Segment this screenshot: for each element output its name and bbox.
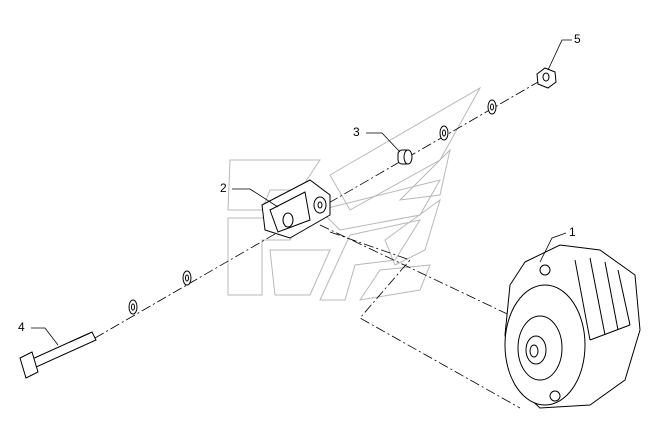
callout-1: 1 (569, 225, 576, 239)
callout-5: 5 (574, 32, 581, 46)
center-lines (94, 77, 546, 409)
washers (128, 99, 497, 315)
callout-4: 4 (18, 320, 25, 334)
callout-3: 3 (353, 125, 360, 139)
leader-lines (31, 39, 572, 346)
bolt (19, 331, 97, 379)
alternator (504, 244, 641, 409)
spacer (397, 149, 413, 165)
watermark-logo (227, 86, 482, 301)
bracket (261, 179, 331, 239)
callout-2: 2 (220, 181, 227, 195)
nut (536, 67, 557, 89)
